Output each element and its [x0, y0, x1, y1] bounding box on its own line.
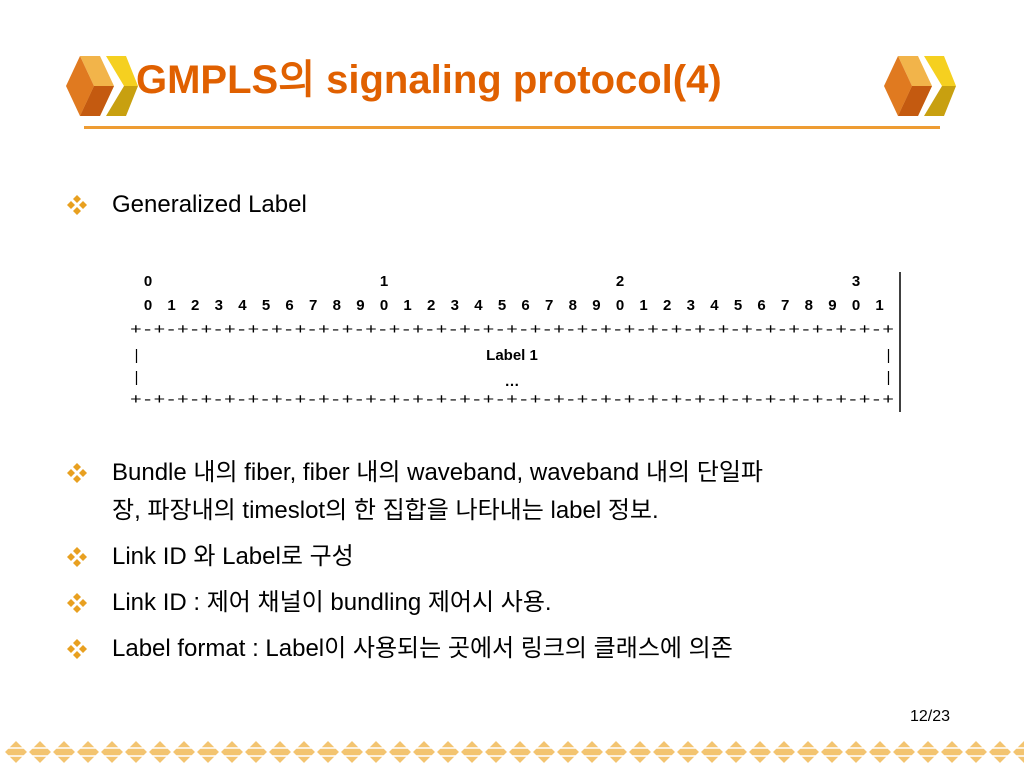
border-top: +-+-+-+-+-+-+-+-+-+-+-+-+-+-+-+-+-+-+-+-… — [130, 322, 894, 339]
bit-number-ones: 3 — [215, 297, 223, 314]
bit-number-ones: 2 — [191, 297, 199, 314]
field-label: Label 1 — [486, 347, 538, 364]
page-number: 12/23 — [910, 708, 951, 725]
bit-number-ones: 1 — [403, 297, 411, 314]
bit-number-tens: 2 — [616, 273, 624, 290]
bit-number-ones: 8 — [805, 297, 813, 314]
bit-number-ones: 2 — [663, 297, 671, 314]
four-diamond-bullet-icon — [67, 639, 87, 659]
bit-number-ones: 0 — [852, 297, 860, 314]
bit-number-ones: 5 — [734, 297, 742, 314]
bit-number-ones: 3 — [451, 297, 459, 314]
slide-title: GMPLS의 signaling protocol(4) — [136, 58, 722, 102]
bit-number-ones: 1 — [167, 297, 175, 314]
bullet-text: Generalized Label — [112, 191, 307, 218]
bit-number-ones: 6 — [757, 297, 765, 314]
bit-number-ones: 4 — [238, 297, 247, 314]
bit-number-ones: 8 — [333, 297, 341, 314]
bit-number-ones: 1 — [875, 297, 883, 314]
four-diamond-bullet-icon — [67, 547, 87, 567]
bit-number-ones: 9 — [828, 297, 836, 314]
bullet-text: Label format : Label이 사용되는 곳에서 링크의 클래스에 … — [112, 635, 733, 662]
side-mark-right-2: | — [884, 370, 893, 387]
diamond-cluster-icon — [884, 56, 956, 116]
side-mark-right-1: | — [884, 348, 893, 365]
bit-number-ones: 7 — [781, 297, 789, 314]
bit-number-ones: 5 — [262, 297, 270, 314]
bit-number-ones: 0 — [380, 297, 388, 314]
bit-number-ones: 6 — [521, 297, 529, 314]
continuation-mark: … — [505, 373, 520, 390]
bit-tens-row: 0 1 2 3 — [144, 273, 860, 290]
bullet-text: Link ID : 제어 채널이 bundling 제어시 사용. — [112, 589, 552, 616]
bit-number-ones: 5 — [498, 297, 506, 314]
bit-number-ones: 1 — [639, 297, 647, 314]
four-diamond-bullet-icon — [67, 463, 87, 483]
bit-number-ones: 4 — [474, 297, 483, 314]
four-diamond-bullet-icon — [67, 593, 87, 613]
diamond-cluster-icon — [66, 56, 138, 116]
bit-number-ones: 0 — [616, 297, 624, 314]
bit-number-ones: 6 — [285, 297, 293, 314]
bit-number-ones: 7 — [545, 297, 553, 314]
bullet-text-line1: Bundle 내의 fiber, fiber 내의 waveband, wave… — [112, 459, 764, 486]
bit-number-ones: 7 — [309, 297, 317, 314]
border-bottom: +-+-+-+-+-+-+-+-+-+-+-+-+-+-+-+-+-+-+-+-… — [130, 392, 894, 409]
bit-number-ones: 2 — [427, 297, 435, 314]
four-diamond-bullet-icon — [67, 195, 87, 215]
bullet-text: Link ID 와 Label로 구성 — [112, 543, 354, 570]
bullet-text-line2: 장, 파장내의 timeslot의 한 집합을 나타내는 label 정보. — [112, 497, 659, 524]
bit-number-tens: 1 — [380, 273, 388, 290]
bit-number-ones: 3 — [687, 297, 695, 314]
side-mark-left-1: | — [132, 348, 141, 365]
bit-number-ones: 4 — [710, 297, 719, 314]
bit-number-ones: 9 — [592, 297, 600, 314]
footer-diamond-band — [2, 738, 1024, 766]
bit-number-ones: 0 — [144, 297, 152, 314]
bit-number-ones: 8 — [569, 297, 577, 314]
bit-number-tens: 0 — [144, 273, 152, 290]
bit-number-tens: 3 — [852, 273, 860, 290]
title-underline — [84, 126, 940, 129]
side-mark-left-2: | — [132, 370, 141, 387]
bit-number-ones: 9 — [356, 297, 364, 314]
